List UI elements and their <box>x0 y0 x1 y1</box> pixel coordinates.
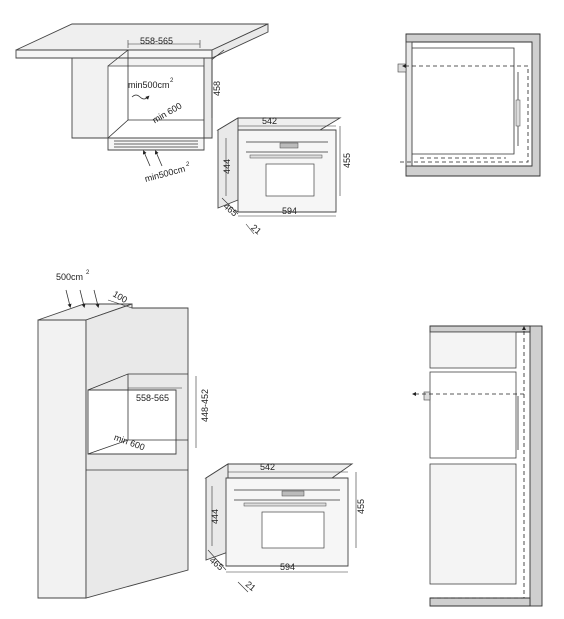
oven2-height-right: 455 <box>356 499 366 514</box>
oven-top <box>216 117 342 213</box>
airflow-section-top <box>397 33 541 177</box>
oven-bottom <box>204 463 354 567</box>
tall-cabinet <box>37 303 189 599</box>
under-counter-cabinet <box>15 23 269 151</box>
oven-width-top: 542 <box>262 116 277 126</box>
oven-width-front: 594 <box>282 206 297 216</box>
oven2-width-top: 542 <box>260 462 275 472</box>
vent-bottom-sup: 2 <box>186 162 190 168</box>
niche-height-label: 458 <box>212 81 222 96</box>
niche-width-label: 558-565 <box>140 36 173 46</box>
oven-top-dimensions: 542 444 455 465 594 21 <box>222 116 352 236</box>
tall-gap-label: 100 <box>111 289 129 305</box>
vent-top-label: min500cm <box>128 80 170 90</box>
tall-vent-label: 500cm <box>56 272 83 282</box>
vent-bottom-label: min500cm <box>144 164 187 184</box>
oven2-height-left: 444 <box>210 509 220 524</box>
vent-top-sup: 2 <box>170 78 174 84</box>
tall-niche-width: 558-565 <box>136 393 169 403</box>
oven2-width-front: 594 <box>280 562 295 572</box>
oven-height-right: 455 <box>342 153 352 168</box>
airflow-section-bottom <box>412 325 543 607</box>
oven-height-left: 444 <box>222 159 232 174</box>
oven-door: 21 <box>249 222 263 236</box>
tall-vent-sup: 2 <box>86 270 90 276</box>
oven2-door: 21 <box>244 579 258 593</box>
tall-niche-height: 448-452 <box>200 389 210 422</box>
